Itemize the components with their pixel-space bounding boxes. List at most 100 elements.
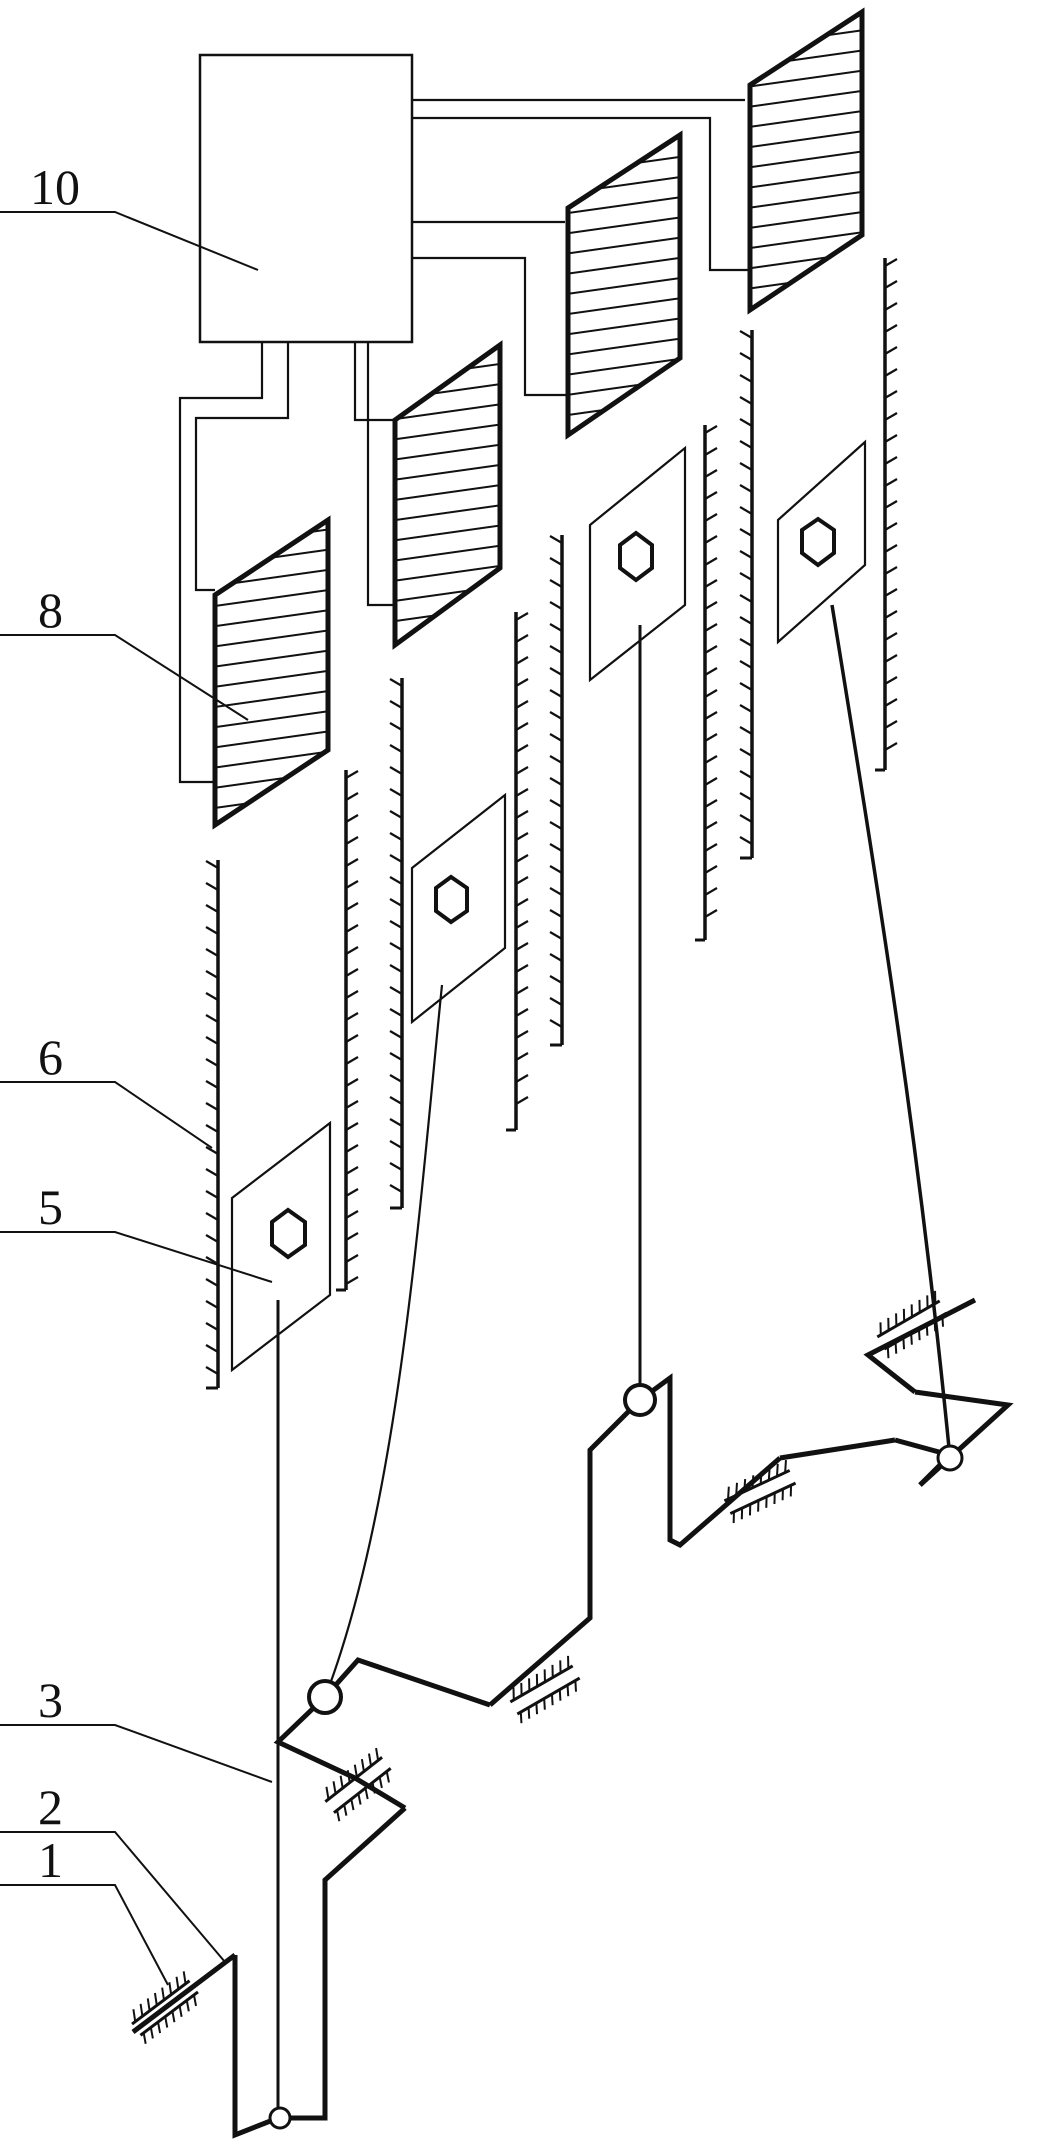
rack-tooth xyxy=(515,766,529,775)
rack-tooth xyxy=(205,1366,219,1375)
rack-tooth xyxy=(884,368,898,377)
rack-tooth xyxy=(704,667,718,676)
joint-1 xyxy=(268,2106,292,2130)
rack-tooth xyxy=(389,1162,403,1171)
joint-4 xyxy=(936,1444,964,1472)
rack-tooth xyxy=(345,880,359,889)
rack-tooth xyxy=(345,1078,359,1087)
rack-tooth xyxy=(389,1118,403,1127)
rack-tooth xyxy=(704,887,718,896)
rack-tooth xyxy=(884,434,898,443)
rack-tooth xyxy=(704,447,718,456)
rack-tooth xyxy=(739,572,753,581)
rack-tooth xyxy=(205,1036,219,1045)
rack-tooth xyxy=(205,926,219,935)
rack-tooth xyxy=(205,1058,219,1067)
rack-tooth xyxy=(515,700,529,709)
carriage-2 xyxy=(410,792,507,1025)
rack-tooth xyxy=(549,997,563,1006)
rack-tooth xyxy=(515,876,529,885)
rack-tooth xyxy=(739,792,753,801)
wheel-4 xyxy=(800,516,836,568)
rack-tooth xyxy=(884,500,898,509)
rack-tooth xyxy=(389,678,403,687)
joint-3 xyxy=(623,1383,657,1417)
rack-tooth xyxy=(704,469,718,478)
rack-tooth xyxy=(389,722,403,731)
rack-tooth xyxy=(205,1322,219,1331)
rack-tooth xyxy=(389,942,403,951)
rack-tooth xyxy=(549,601,563,610)
rack-tooth xyxy=(345,1254,359,1263)
rack-tooth xyxy=(345,814,359,823)
rack-tooth xyxy=(739,528,753,537)
rack-tooth xyxy=(345,1056,359,1065)
rack-tooth xyxy=(205,1278,219,1287)
rack-tooth xyxy=(884,302,898,311)
rack-tooth xyxy=(884,544,898,553)
rack-tooth xyxy=(515,634,529,643)
rack-tooth xyxy=(345,946,359,955)
rack-tooth xyxy=(389,964,403,973)
rack-tooth xyxy=(515,788,529,797)
rack-tooth xyxy=(884,280,898,289)
wiring xyxy=(178,98,750,784)
rack-tooth xyxy=(515,986,529,995)
panels xyxy=(212,7,865,830)
carriages xyxy=(230,439,867,1373)
rack-tooth xyxy=(515,1096,529,1105)
rack-tooth xyxy=(205,1212,219,1221)
rack-tooth xyxy=(515,832,529,841)
rack-tooth xyxy=(884,478,898,487)
rack-tooth xyxy=(704,865,718,874)
rack-tooth xyxy=(389,1096,403,1105)
rack-tooth xyxy=(515,1074,529,1083)
rack-tooth xyxy=(739,682,753,691)
rack-tooth xyxy=(884,324,898,333)
rack-tooth xyxy=(704,711,718,720)
rack-tooth xyxy=(205,1124,219,1133)
rack-tooth xyxy=(884,698,898,707)
panel-4 xyxy=(747,7,865,315)
rack-tooth xyxy=(884,742,898,751)
rack-tooth xyxy=(515,920,529,929)
bearing-4 xyxy=(723,1459,797,1524)
rack-tooth xyxy=(345,1188,359,1197)
rack-tooth xyxy=(739,660,753,669)
rack-tooth xyxy=(345,792,359,801)
rack-tooth xyxy=(345,990,359,999)
rack-tooth xyxy=(704,755,718,764)
rack-tooth xyxy=(549,821,563,830)
rack-tooth xyxy=(704,689,718,698)
panel-3 xyxy=(565,130,683,440)
rack-tooth xyxy=(205,1234,219,1243)
carriage-3 xyxy=(588,445,687,683)
rack-tooth xyxy=(389,788,403,797)
rack-tooth xyxy=(884,676,898,685)
rack-tooth xyxy=(345,836,359,845)
rack-tooth xyxy=(739,330,753,339)
bearings xyxy=(131,1290,948,2045)
rack-tooth xyxy=(739,616,753,625)
rack-tooth xyxy=(549,1019,563,1028)
rack-tooth xyxy=(549,623,563,632)
rack-tooth xyxy=(515,1008,529,1017)
rack-tooth xyxy=(704,535,718,544)
rack-tooth xyxy=(549,777,563,786)
rack-tooth xyxy=(515,678,529,687)
rack-tooth xyxy=(549,689,563,698)
rack-tooth xyxy=(345,1144,359,1153)
rack-tooth xyxy=(884,610,898,619)
rack-tooth xyxy=(884,346,898,355)
rack-tooth xyxy=(704,645,718,654)
rack-tooth xyxy=(205,1014,219,1023)
rack-tooth xyxy=(515,898,529,907)
rack-tooth xyxy=(704,513,718,522)
rack-tooth xyxy=(884,720,898,729)
rack-tooth xyxy=(884,588,898,597)
rack-tooth xyxy=(515,656,529,665)
rack-tooth xyxy=(515,810,529,819)
rack-tooth xyxy=(739,418,753,427)
